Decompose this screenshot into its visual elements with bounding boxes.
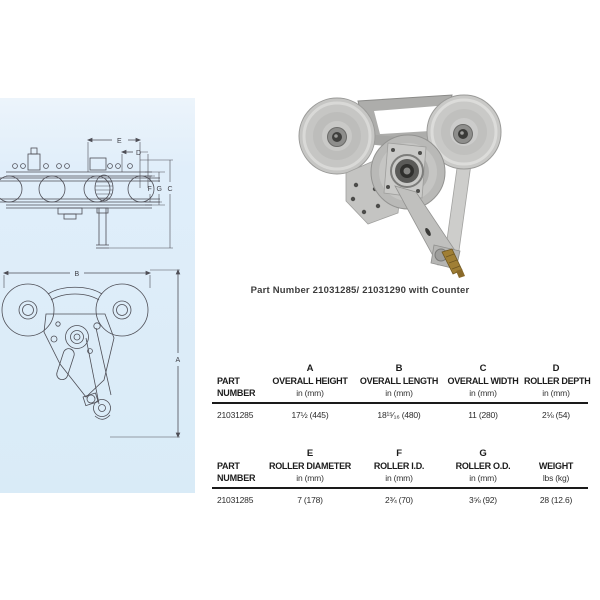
- top-view-drawing: [0, 137, 173, 249]
- bolt-heads: [12, 147, 133, 171]
- col-unit: lbs (kg): [542, 473, 570, 483]
- table-header: PART NUMBER A OVERALL HEIGHT in (mm) B O…: [212, 362, 591, 399]
- header-rule: [212, 487, 588, 489]
- col-unit: in (mm): [385, 388, 413, 398]
- col-letter: E: [306, 448, 314, 459]
- spec-table-rollers: PART NUMBER E ROLLER DIAMETER in (mm) F …: [212, 447, 588, 505]
- col-letter: G: [479, 448, 487, 459]
- col-name: OVERALL LENGTH: [359, 376, 439, 386]
- value-cell: 3⅝ (92): [469, 495, 497, 505]
- col-unit: in (mm): [296, 473, 324, 483]
- col-name: OVERALL HEIGHT: [272, 376, 348, 386]
- col-letter: A: [306, 363, 314, 374]
- col-unit: in (mm): [469, 388, 497, 398]
- part-number-cell: 21031285: [217, 495, 254, 505]
- col-name: ROLLER DIAMETER: [269, 461, 351, 471]
- pin-tip: [456, 269, 465, 278]
- dim-label-A: A: [176, 357, 181, 364]
- header-rule: [212, 402, 588, 404]
- col-unit: NUMBER: [217, 473, 256, 483]
- value-cell: 2⅛ (54): [542, 410, 570, 420]
- product-photo: [290, 85, 505, 280]
- col-name: ROLLER DEPTH: [524, 376, 591, 386]
- col-letter: F: [396, 448, 402, 459]
- front-view-dimension-labels: B A: [75, 271, 181, 364]
- col-letter: D: [552, 363, 560, 374]
- photo-caption: Part Number 21031285/ 21031290 with Coun…: [250, 285, 470, 296]
- dim-label-F: F: [148, 186, 152, 193]
- col-letter: C: [479, 363, 487, 374]
- value-cell: 7 (178): [297, 495, 323, 505]
- col-name: OVERALL WIDTH: [447, 376, 519, 386]
- col-unit: NUMBER: [217, 388, 256, 398]
- dim-label-D: D: [136, 150, 141, 157]
- dim-label-B: B: [75, 271, 80, 278]
- dim-label-G: G: [157, 186, 162, 193]
- value-cell: 17½ (445): [291, 410, 329, 420]
- value-cell: 11 (280): [468, 410, 498, 420]
- value-cell: 28 (12.6): [539, 495, 573, 505]
- col-name: PART: [217, 461, 240, 471]
- dimensional-drawing-panel: E D F G C: [0, 98, 195, 493]
- dimensional-drawing: E D F G C: [0, 137, 181, 439]
- col-name: WEIGHT: [538, 461, 574, 471]
- table-header: PART NUMBER E ROLLER DIAMETER in (mm) F …: [212, 447, 588, 484]
- table-row: 21031285 17½ (445) 18¹⁵⁄₁₆ (480) 11 (280…: [212, 404, 588, 420]
- col-unit: in (mm): [542, 388, 570, 398]
- col-letter: [217, 447, 264, 460]
- front-view-drawing: [1, 268, 181, 439]
- value-cell: 2¾ (70): [385, 495, 413, 505]
- col-name: ROLLER I.D.: [373, 461, 425, 471]
- col-unit: in (mm): [469, 473, 497, 483]
- top-view-dimension-labels: E D F G C: [117, 138, 173, 193]
- counter-pin-assembly: [430, 244, 465, 278]
- col-unit: in (mm): [385, 473, 413, 483]
- trolley-photo-illustration: [298, 94, 502, 278]
- part-number-cell: 21031285: [217, 410, 254, 420]
- col-name: ROLLER O.D.: [455, 461, 511, 471]
- col-letter: [524, 447, 588, 460]
- center-pulley: [370, 134, 446, 210]
- col-name: PART: [217, 376, 240, 386]
- right-sheave: [426, 94, 502, 170]
- col-letter: B: [395, 363, 403, 374]
- left-sheave: [298, 97, 376, 175]
- dim-label-E: E: [117, 138, 122, 145]
- dim-label-C: C: [168, 186, 173, 193]
- value-cell: 18¹⁵⁄₁₆ (480): [377, 410, 421, 420]
- table-row: 21031285 7 (178) 2¾ (70) 3⅝ (92) 28 (12.…: [212, 489, 588, 505]
- coil-section: [94, 174, 114, 202]
- spec-table-dimensions: PART NUMBER A OVERALL HEIGHT in (mm) B O…: [212, 362, 591, 420]
- col-unit: in (mm): [296, 388, 324, 398]
- col-letter: [217, 362, 264, 375]
